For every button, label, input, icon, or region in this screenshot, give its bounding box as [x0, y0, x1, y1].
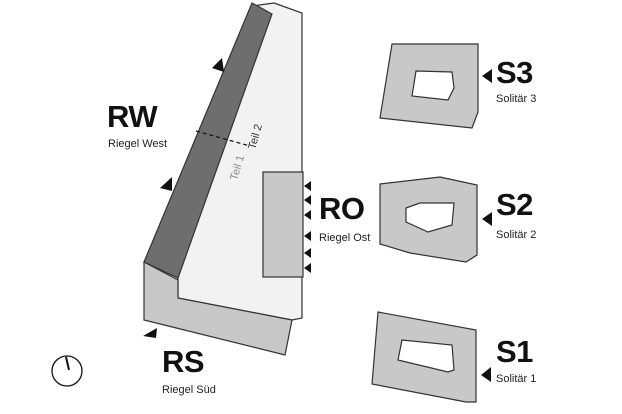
entrance-marker-icon [304, 181, 311, 191]
s1-name-label: Solitär 1 [496, 373, 536, 385]
part-divider-line [195, 130, 251, 147]
s2-code-label: S2 [496, 187, 533, 222]
solitaer-2-courtyard [405, 202, 455, 233]
rs-code-label: RS [162, 344, 204, 379]
entrance-marker-icon [143, 328, 157, 338]
entrance-marker-icon [304, 263, 311, 273]
riegel-ost-building [262, 171, 304, 278]
compass-icon [51, 355, 83, 387]
ro-name-label: Riegel Ost [319, 232, 370, 244]
rw-name-label: Riegel West [108, 138, 167, 150]
s3-code-label: S3 [496, 55, 533, 90]
rw-code-label: RW [107, 99, 158, 134]
riegel-sued-building [143, 261, 293, 356]
entrance-marker-icon [304, 210, 311, 220]
ro-code-label: RO [319, 191, 365, 226]
entrance-marker-icon [160, 177, 172, 191]
s2-name-label: Solitär 2 [496, 229, 536, 241]
entrance-marker-icon [304, 248, 311, 258]
solitaer-1-courtyard [397, 339, 455, 373]
entrance-marker-icon [482, 212, 492, 226]
entrance-marker-icon [304, 195, 311, 205]
s3-name-label: Solitär 3 [496, 93, 536, 105]
entrance-marker-icon [481, 367, 491, 382]
entrance-marker-icon [482, 69, 492, 83]
solitaer-3-courtyard [411, 70, 455, 101]
rs-name-label: Riegel Süd [162, 384, 216, 396]
entrance-marker-icon [304, 231, 311, 241]
entrance-marker-icon [212, 58, 224, 72]
s1-code-label: S1 [496, 334, 533, 369]
riegel-west-building [143, 2, 273, 279]
